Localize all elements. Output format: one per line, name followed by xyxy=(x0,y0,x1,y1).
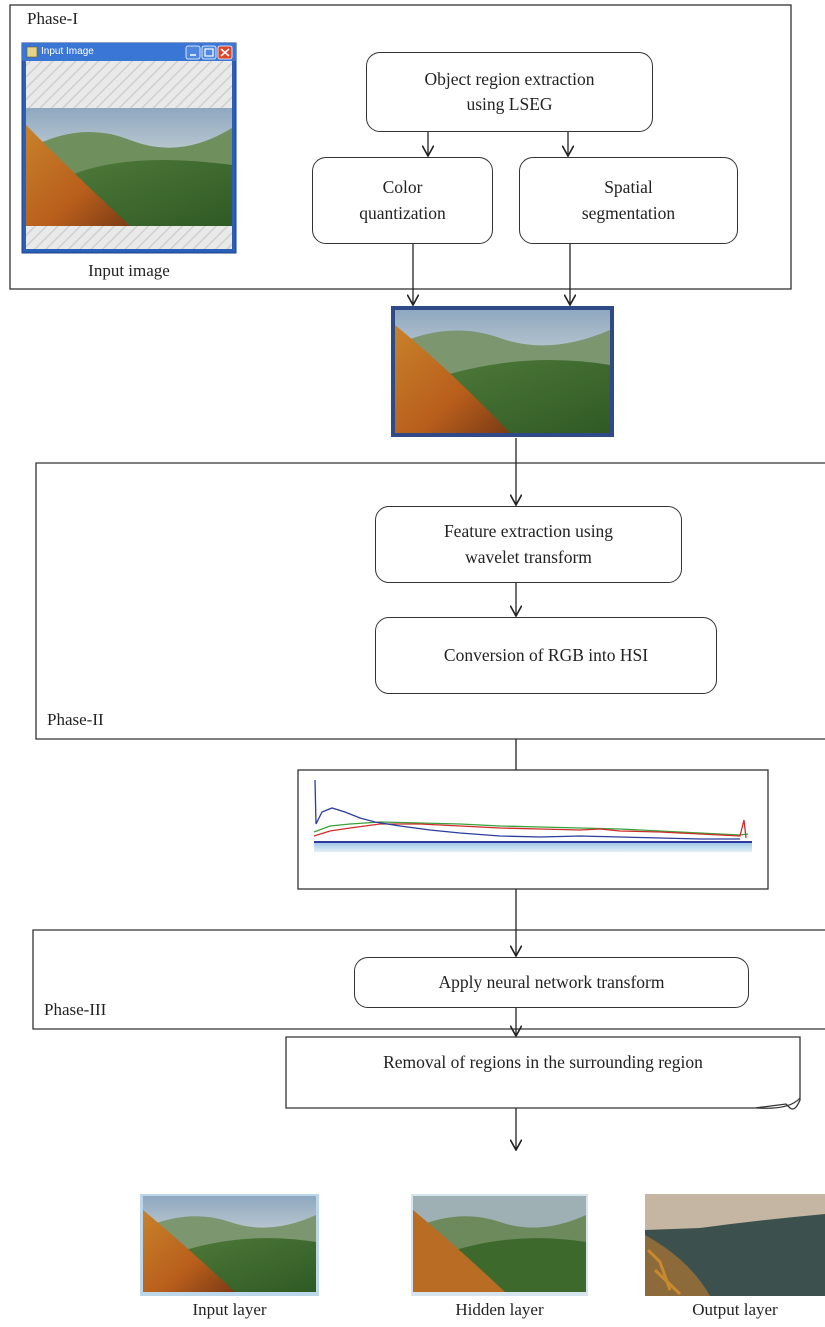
input-image-caption: Input image xyxy=(88,261,170,280)
minimize-icon xyxy=(185,45,201,60)
color-quantization-box: Color quantization xyxy=(312,157,493,244)
phase-3-label: Phase-III xyxy=(44,1000,107,1019)
input-window-title: Input Image xyxy=(41,46,94,57)
phase-1-label: Phase-I xyxy=(27,9,78,28)
page-curl xyxy=(755,1097,801,1109)
histogram-red-series xyxy=(313,819,747,839)
removal-box-outline xyxy=(285,1036,801,1110)
phase-1-frame xyxy=(9,4,792,290)
feature-extraction-box: Feature extraction using wavelet transfo… xyxy=(375,506,682,583)
connectors xyxy=(413,132,570,1150)
window-app-icon xyxy=(26,46,38,58)
phase-2-frame xyxy=(35,462,825,740)
object-region-extraction-box: Object region extraction using LSEG xyxy=(366,52,653,132)
output-layer-image xyxy=(645,1194,825,1296)
neural-network-box: Apply neural network transform xyxy=(354,957,749,1008)
phase-3-frame xyxy=(32,929,825,1030)
rgb-histogram xyxy=(297,769,769,890)
input-image-window xyxy=(21,42,237,254)
input-layer-image xyxy=(140,1194,319,1296)
input-image-photo xyxy=(26,108,232,226)
segmented-image xyxy=(391,306,614,437)
histogram-green-series xyxy=(313,821,749,836)
input-layer-caption: Input layer xyxy=(192,1300,267,1319)
hidden-layer-caption: Hidden layer xyxy=(455,1300,544,1319)
spatial-segmentation-box: Spatial segmentation xyxy=(519,157,738,244)
histogram-blue-series xyxy=(314,779,740,840)
removal-of-regions-box: Removal of regions in the surrounding re… xyxy=(383,1052,703,1072)
maximize-icon xyxy=(201,45,217,60)
phase-2-label: Phase-II xyxy=(47,710,104,729)
rgb-to-hsi-box: Conversion of RGB into HSI xyxy=(375,617,717,694)
output-layer-caption: Output layer xyxy=(692,1300,778,1319)
hidden-layer-image xyxy=(411,1194,588,1296)
